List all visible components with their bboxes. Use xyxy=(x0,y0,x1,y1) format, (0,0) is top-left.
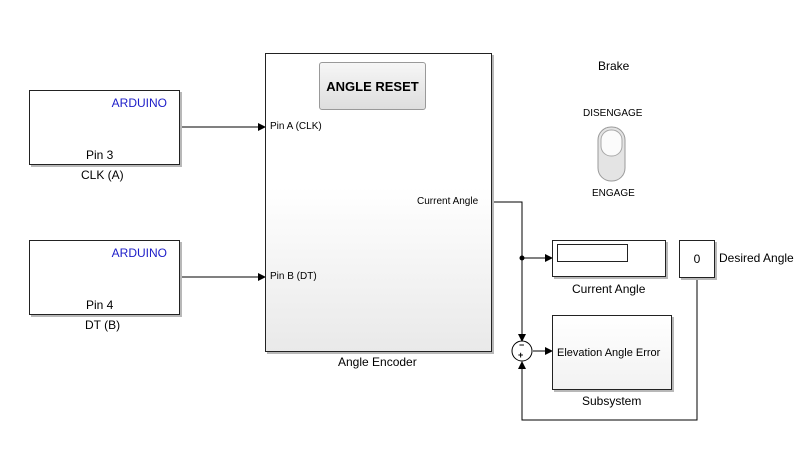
port-pin-b: Pin B (DT) xyxy=(270,271,317,282)
display-readout xyxy=(557,244,628,262)
arduino-brand-label: ARDUINO xyxy=(111,246,167,260)
block-caption-display: Current Angle xyxy=(572,282,646,296)
port-current-angle: Current Angle xyxy=(417,196,479,207)
block-caption-encoder: Angle Encoder xyxy=(338,355,417,369)
brake-toggle-switch[interactable] xyxy=(598,127,625,181)
pin-label: Pin 3 xyxy=(86,148,114,162)
arduino-digital-input-pin4[interactable]: ARDUINO Pin 4 xyxy=(29,240,180,315)
angle-reset-button[interactable]: ANGLE RESET xyxy=(319,62,426,110)
brake-disengage-label: DISENGAGE xyxy=(583,108,643,119)
brake-toggle-knob xyxy=(600,129,623,157)
subsystem-content: Elevation Angle Error xyxy=(557,347,661,359)
wire-desired-feedback xyxy=(518,278,698,421)
block-caption-subsystem: Subsystem xyxy=(582,394,642,408)
brake-title: Brake xyxy=(598,59,630,73)
block-caption-desired: Desired Angle xyxy=(719,251,794,265)
block-caption-dt: DT (B) xyxy=(85,318,121,332)
brake-engage-label: ENGAGE xyxy=(592,188,635,199)
wire-current-angle xyxy=(491,201,553,262)
sum-block xyxy=(511,340,533,362)
current-angle-display[interactable] xyxy=(552,240,666,277)
pin-label: Pin 4 xyxy=(86,298,114,312)
arduino-digital-input-pin3[interactable]: ARDUINO Pin 3 xyxy=(29,90,180,165)
elevation-error-subsystem[interactable]: Elevation Angle Error xyxy=(552,315,672,390)
sum-minus-sign: − xyxy=(519,340,525,350)
port-pin-a: Pin A (CLK) xyxy=(270,121,322,132)
constant-value: 0 xyxy=(693,252,701,266)
arduino-brand-label: ARDUINO xyxy=(111,96,167,110)
sum-plus-sign: + xyxy=(518,350,524,360)
branch-point xyxy=(519,255,525,261)
desired-angle-constant[interactable]: 0 xyxy=(679,240,715,278)
block-caption-clk: CLK (A) xyxy=(81,168,124,182)
